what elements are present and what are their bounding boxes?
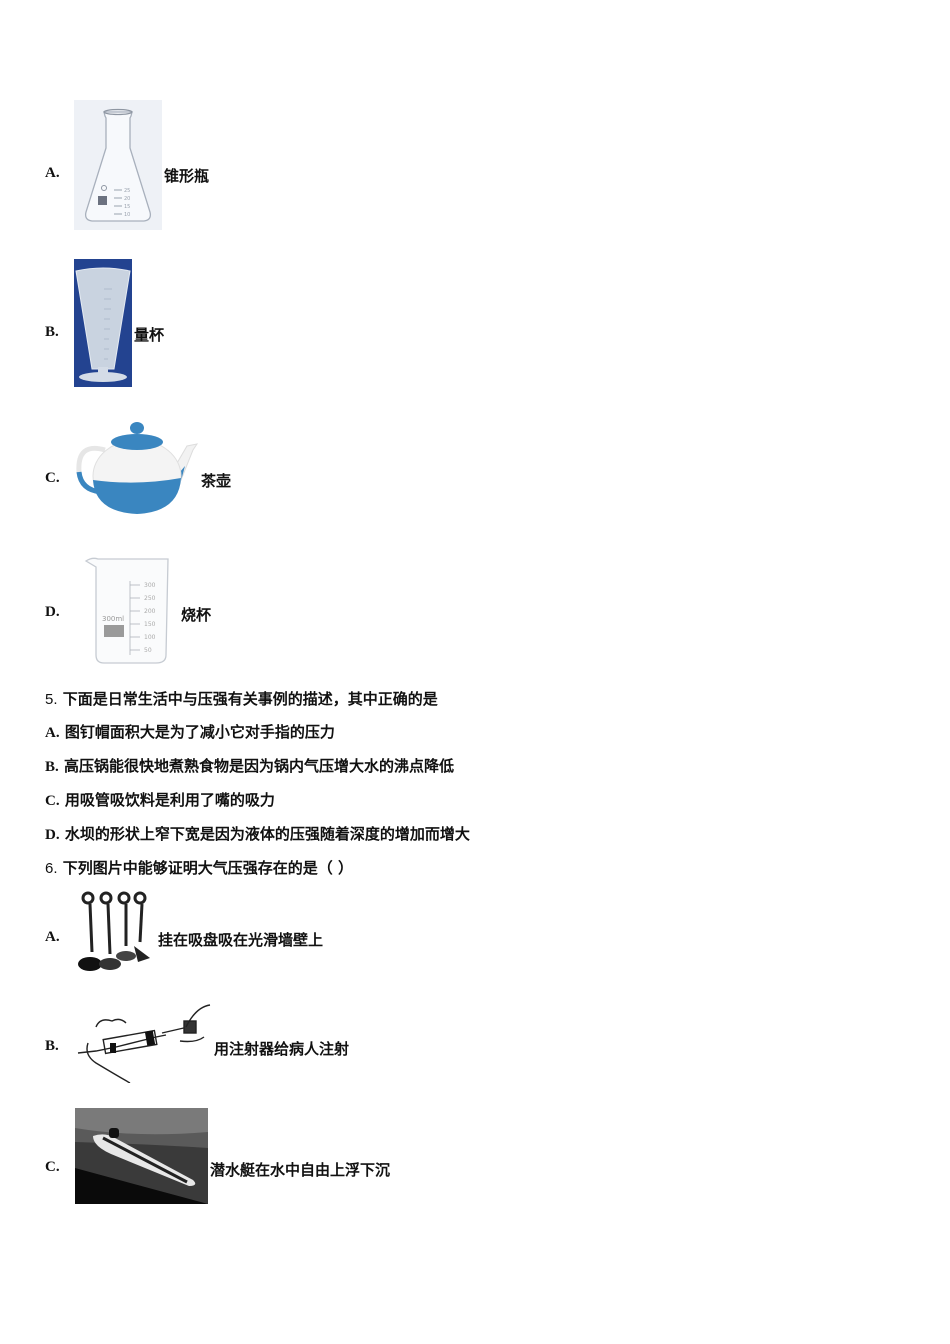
option-letter: B. bbox=[45, 1038, 59, 1054]
svg-text:300: 300 bbox=[144, 582, 156, 589]
svg-text:10: 10 bbox=[124, 212, 130, 218]
svg-text:200: 200 bbox=[144, 608, 156, 615]
beaker-image: 300ml 300 250 200 150 100 50 bbox=[82, 555, 172, 667]
option-label: 量杯 bbox=[134, 326, 165, 344]
suction-hooks-icon bbox=[78, 891, 150, 971]
option-label: 烧杯 bbox=[181, 606, 212, 624]
submarine-icon bbox=[75, 1108, 208, 1204]
option-label: 潜水艇在水中自由上浮下沉 bbox=[210, 1161, 391, 1179]
option-letter: C. bbox=[45, 470, 60, 486]
question-5-option-a: A. 图钉帽面积大是为了减小它对手指的压力 bbox=[45, 723, 335, 741]
syringe-icon bbox=[77, 1004, 211, 1083]
teapot-image bbox=[75, 420, 200, 515]
question-text: 下列图片中能够证明大气压强存在的是（ ） bbox=[62, 859, 353, 877]
svg-text:100: 100 bbox=[144, 634, 156, 641]
option-letter: A. bbox=[45, 929, 60, 945]
question-5-stem: 5. 下面是日常生活中与压强有关事例的描述，其中正确的是 bbox=[45, 688, 438, 709]
option-letter: D. bbox=[45, 604, 60, 620]
svg-text:15: 15 bbox=[124, 204, 130, 210]
option-label: 挂在吸盘吸在光滑墙壁上 bbox=[158, 931, 324, 949]
beaker-icon: 300ml 300 250 200 150 100 50 bbox=[84, 557, 169, 664]
conical-flask-image: 25 20 15 10 bbox=[74, 100, 162, 230]
option-label: 锥形瓶 bbox=[164, 167, 210, 185]
option-label: 用注射器给病人注射 bbox=[214, 1040, 350, 1058]
question-5-option-c: C. 用吸管吸饮料是利用了嘴的吸力 bbox=[45, 791, 275, 809]
svg-text:20: 20 bbox=[124, 196, 130, 202]
question-number: 6. bbox=[45, 860, 58, 877]
option-letter: A. bbox=[45, 165, 60, 181]
suction-hooks-image bbox=[76, 890, 156, 974]
option-letter: B. bbox=[45, 324, 59, 340]
svg-text:150: 150 bbox=[144, 621, 156, 628]
svg-text:300ml: 300ml bbox=[102, 615, 124, 623]
teapot-icon bbox=[76, 422, 199, 514]
question-number: 5. bbox=[45, 691, 58, 708]
question-5-option-d: D. 水坝的形状上窄下宽是因为液体的压强随着深度的增加而增大 bbox=[45, 825, 470, 843]
question-text: 下面是日常生活中与压强有关事例的描述，其中正确的是 bbox=[62, 690, 438, 708]
svg-text:25: 25 bbox=[124, 188, 130, 194]
measuring-cup-icon bbox=[74, 259, 132, 387]
option-label: 茶壶 bbox=[201, 472, 232, 490]
svg-text:50: 50 bbox=[144, 647, 152, 654]
svg-text:250: 250 bbox=[144, 595, 156, 602]
syringe-image bbox=[76, 997, 212, 1083]
option-letter: C. bbox=[45, 1159, 60, 1175]
measuring-cup-image bbox=[74, 259, 132, 387]
submarine-image bbox=[75, 1108, 208, 1204]
question-5-option-b: B. 高压锅能很快地煮熟食物是因为锅内气压增大水的沸点降低 bbox=[45, 757, 455, 775]
conical-flask-icon: 25 20 15 10 bbox=[74, 100, 162, 230]
question-6-stem: 6. 下列图片中能够证明大气压强存在的是（ ） bbox=[45, 857, 353, 878]
